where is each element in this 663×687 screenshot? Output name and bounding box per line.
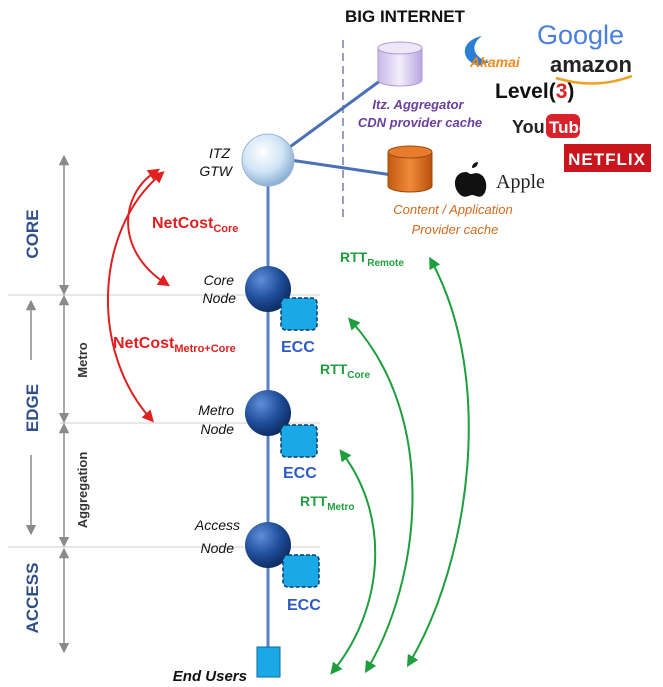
amazon-smile-icon bbox=[555, 74, 633, 85]
metro-node-label-line2: Node bbox=[201, 421, 235, 437]
content-cache-cylinder bbox=[387, 152, 433, 193]
gtw-label-line2: GTW bbox=[199, 163, 233, 179]
akamai-logo: Akamai bbox=[464, 36, 521, 70]
itz-cache-top bbox=[377, 41, 423, 55]
apple-icon bbox=[454, 162, 487, 197]
zone-label-metro: Metro bbox=[75, 342, 90, 377]
end-users-icon bbox=[256, 646, 281, 678]
rtt-metro-label: RTTMetro bbox=[300, 493, 354, 513]
link-gtw-content-cache bbox=[289, 158, 393, 177]
ecc-access-label: ECC bbox=[287, 597, 321, 614]
akamai-swoosh-icon bbox=[464, 36, 490, 66]
access-node bbox=[245, 522, 291, 568]
youtube-you: You bbox=[512, 117, 545, 137]
core-node-label-line2: Node bbox=[203, 290, 237, 306]
zone-label-aggregation: Aggregation bbox=[75, 452, 90, 529]
zone-label-access: ACCESS bbox=[23, 563, 42, 634]
ecc-core-box bbox=[280, 297, 318, 331]
content-cache-label-line2: Provider cache bbox=[412, 222, 499, 237]
ecc-core-label: ECC bbox=[281, 339, 315, 356]
ecc-metro: ECC bbox=[280, 424, 318, 482]
itz-cache-cylinder bbox=[377, 48, 423, 87]
ecc-access-box bbox=[282, 554, 320, 588]
metro-node-label-line1: Metro bbox=[198, 402, 234, 418]
youtube-tube-box bbox=[546, 114, 580, 138]
netflix-logo: NETFLIX bbox=[564, 144, 651, 172]
level3-logo: Level(3) bbox=[495, 80, 574, 103]
core-node bbox=[245, 266, 291, 312]
ecc-access: ECC bbox=[282, 554, 321, 614]
metro-node bbox=[245, 390, 291, 436]
access-node-label-line2: Node bbox=[201, 540, 235, 556]
netflix-box bbox=[564, 144, 651, 172]
zone-label-core: CORE bbox=[23, 209, 42, 258]
big-internet-title: BIG INTERNET bbox=[345, 7, 466, 26]
rtt-remote-arrow bbox=[406, 256, 470, 668]
netflix-text: NETFLIX bbox=[568, 150, 646, 169]
netcost-metro-core-arrow bbox=[107, 171, 165, 423]
itz-aggregator-cache: Itz. Aggregator CDN provider cache bbox=[358, 41, 482, 130]
content-cache-label-line1: Content / Application bbox=[393, 202, 512, 217]
netcost-metro-core-label: NetCostMetro+Core bbox=[113, 335, 236, 355]
link-gtw-itz-cache bbox=[282, 73, 389, 154]
end-users-label: End Users bbox=[173, 668, 247, 685]
apple-text: Apple bbox=[496, 171, 545, 193]
rtt-core-arrow bbox=[347, 317, 414, 674]
access-node-label-line1: Access bbox=[194, 517, 240, 533]
netcost-core-label: NetCostCore bbox=[152, 215, 238, 235]
zone-label-edge: EDGE bbox=[23, 384, 42, 432]
core-node-label-line1: Core bbox=[204, 272, 235, 288]
itz-gtw-node bbox=[241, 133, 295, 187]
ecc-metro-box bbox=[280, 424, 318, 458]
rtt-core-label: RTTCore bbox=[320, 361, 370, 381]
content-cache-top bbox=[387, 145, 433, 159]
youtube-logo: You Tube bbox=[512, 114, 588, 138]
itz-cache-label-line2: CDN provider cache bbox=[358, 115, 482, 130]
google-logo: Google bbox=[537, 20, 624, 50]
gtw-label-line1: ITZ bbox=[209, 145, 230, 161]
amazon-logo: amazon bbox=[550, 52, 632, 77]
akamai-text: Akamai bbox=[469, 54, 521, 70]
itz-cache-label-line1: Itz. Aggregator bbox=[372, 97, 464, 112]
content-provider-cache: Content / Application Provider cache bbox=[387, 145, 513, 237]
youtube-tube: Tube bbox=[549, 118, 588, 137]
rtt-remote-label: RTTRemote bbox=[340, 249, 404, 269]
level3-text: Level(3) bbox=[495, 80, 574, 103]
apple-logo: Apple bbox=[454, 162, 545, 197]
ecc-core: ECC bbox=[280, 297, 318, 356]
rtt-metro-arrow bbox=[330, 449, 377, 675]
ecc-metro-label: ECC bbox=[283, 465, 317, 482]
